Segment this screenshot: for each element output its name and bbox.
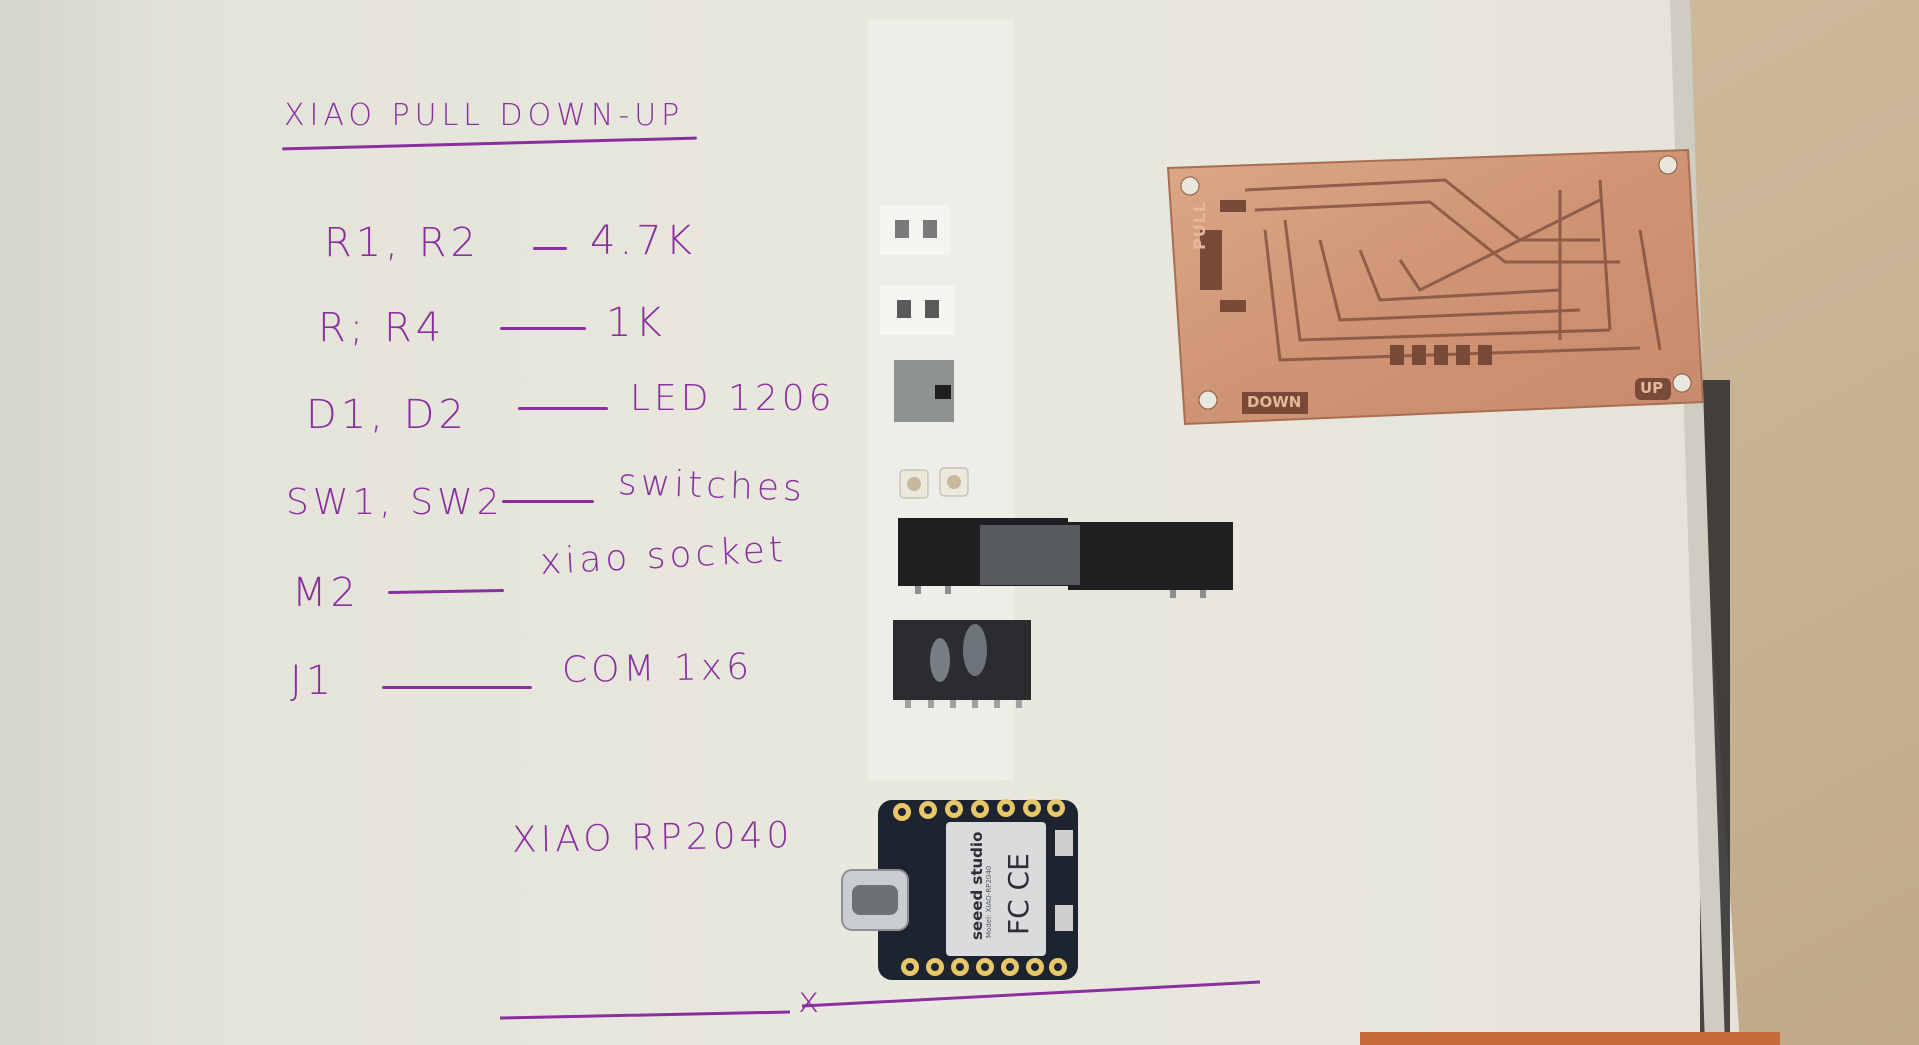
part-designator-4: SW1, SW2 bbox=[286, 482, 504, 523]
xiao-shield bbox=[946, 822, 1046, 956]
milled-pcb bbox=[1166, 148, 1705, 426]
part-designator-3: D1, D2 bbox=[306, 392, 468, 438]
signature-mark: x bbox=[798, 980, 820, 1021]
part-designator-6: J1 bbox=[290, 658, 336, 704]
part-designator-1: R1, R2 bbox=[324, 220, 480, 266]
part-dash-1 bbox=[533, 247, 567, 250]
part-dash-3 bbox=[518, 407, 608, 410]
part-value-4: switches bbox=[617, 462, 807, 510]
xiao-rp2040-module bbox=[841, 799, 1078, 980]
notebook-title: XIAO PULL DOWN-UP bbox=[284, 98, 685, 133]
xiao-brand: seeed studio bbox=[968, 831, 986, 940]
xiao-model: Model: XIAO-RP2040 bbox=[985, 865, 993, 938]
part-value-6: COM 1x6 bbox=[561, 646, 754, 691]
board-label: XIAO RP2040 bbox=[511, 815, 794, 861]
xiao-cert-marks: FC CE bbox=[1002, 853, 1035, 935]
pcb-label-up: UP bbox=[1640, 379, 1664, 397]
part-dash-6 bbox=[382, 686, 532, 689]
part-value-1: 4.7K bbox=[590, 218, 696, 264]
part-designator-5: M2 bbox=[292, 570, 360, 616]
resistor-pocket-2 bbox=[880, 285, 955, 335]
pcb-label-down-bg bbox=[1242, 392, 1308, 414]
socket-header-right bbox=[1068, 522, 1233, 590]
bottom-orange-strip bbox=[1360, 1032, 1780, 1045]
final-underline-mark bbox=[499, 980, 1261, 1020]
part-designator-2: R; R4 bbox=[318, 305, 446, 351]
part-dash-2 bbox=[500, 327, 586, 330]
resistor-pocket-1 bbox=[880, 205, 950, 255]
part-value-2: 1K bbox=[606, 300, 666, 346]
pcb-label-down: DOWN bbox=[1247, 393, 1302, 411]
j1-header bbox=[893, 620, 1031, 700]
pcb-label-up-bg bbox=[1635, 378, 1671, 400]
part-value-3: LED 1206 bbox=[630, 378, 836, 419]
pcb-label-pull: PULL bbox=[1190, 200, 1209, 250]
part-dash-4 bbox=[502, 500, 594, 503]
pcb-label-pull-bg bbox=[1200, 230, 1222, 290]
